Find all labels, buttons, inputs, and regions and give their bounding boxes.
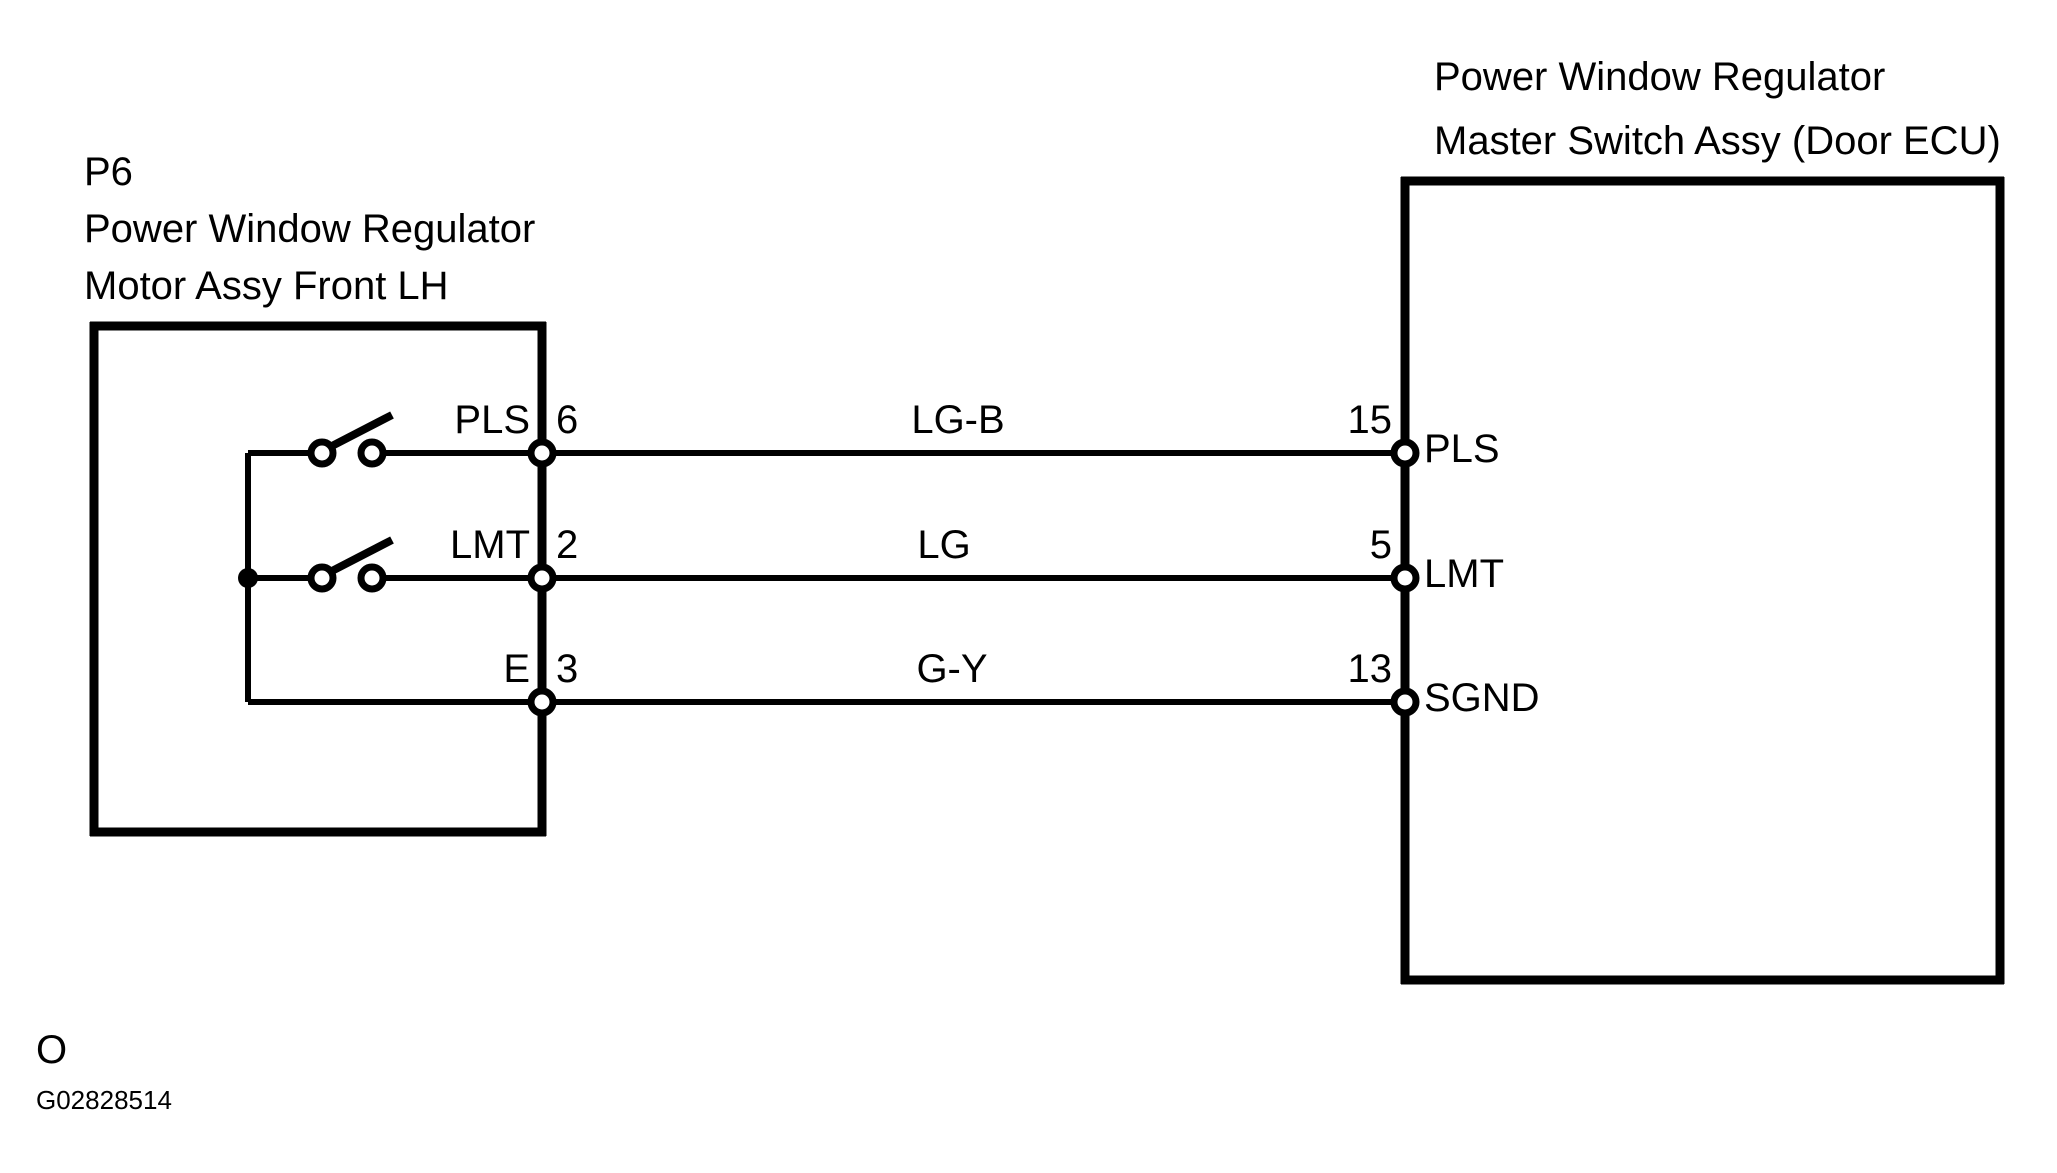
right-pin-number-5: 5: [1369, 523, 1392, 567]
left-connector-code: P6: [84, 150, 133, 194]
terminal-right-13: [1390, 687, 1420, 717]
terminal-right-15: [1390, 438, 1420, 468]
wire-lg: [527, 563, 1420, 593]
terminal-right-5: [1390, 563, 1420, 593]
left-connector-title-line-1: Power Window Regulator: [84, 207, 536, 251]
terminal-left-3: [527, 687, 557, 717]
wire-color-label-lg: LG: [917, 523, 971, 567]
right-connector-title-line-2: Master Switch Assy (Door ECU): [1434, 119, 2001, 163]
right-pin-number-15: 15: [1347, 398, 1393, 442]
wire-color-label-lg-b: LG-B: [911, 398, 1005, 442]
switch-symbol-lmt: [307, 536, 542, 593]
right-connector-title-line-1: Power Window Regulator: [1434, 55, 1886, 99]
right-signal-label-pls: PLS: [1424, 427, 1500, 471]
left-signal-label-e: E: [503, 647, 530, 691]
left-signal-label-lmt: LMT: [450, 523, 530, 567]
left-pin-number-2: 2: [556, 523, 579, 567]
footer-mark: O: [36, 1028, 68, 1072]
terminal-left-2: [527, 563, 557, 593]
left-pin-number-6: 6: [556, 398, 579, 442]
footer-figure-code: G02828514: [36, 1085, 172, 1115]
right-signal-label-sgnd: SGND: [1424, 676, 1540, 720]
left-internal-common-bus: [238, 450, 542, 705]
left-signal-label-pls: PLS: [454, 398, 530, 442]
right-pin-number-13: 13: [1347, 647, 1393, 691]
left-connector-title-line-2: Motor Assy Front LH: [84, 264, 449, 308]
right-signal-label-lmt: LMT: [1424, 552, 1504, 596]
left-pin-number-3: 3: [556, 647, 579, 691]
junction-dot: [238, 568, 258, 588]
terminal-left-6: [527, 438, 557, 468]
switch-symbol-pls: [307, 411, 542, 468]
wire-color-label-g-y: G-Y: [916, 647, 988, 691]
wire-g-y: [527, 687, 1420, 717]
wire-lg-b: [527, 438, 1420, 468]
